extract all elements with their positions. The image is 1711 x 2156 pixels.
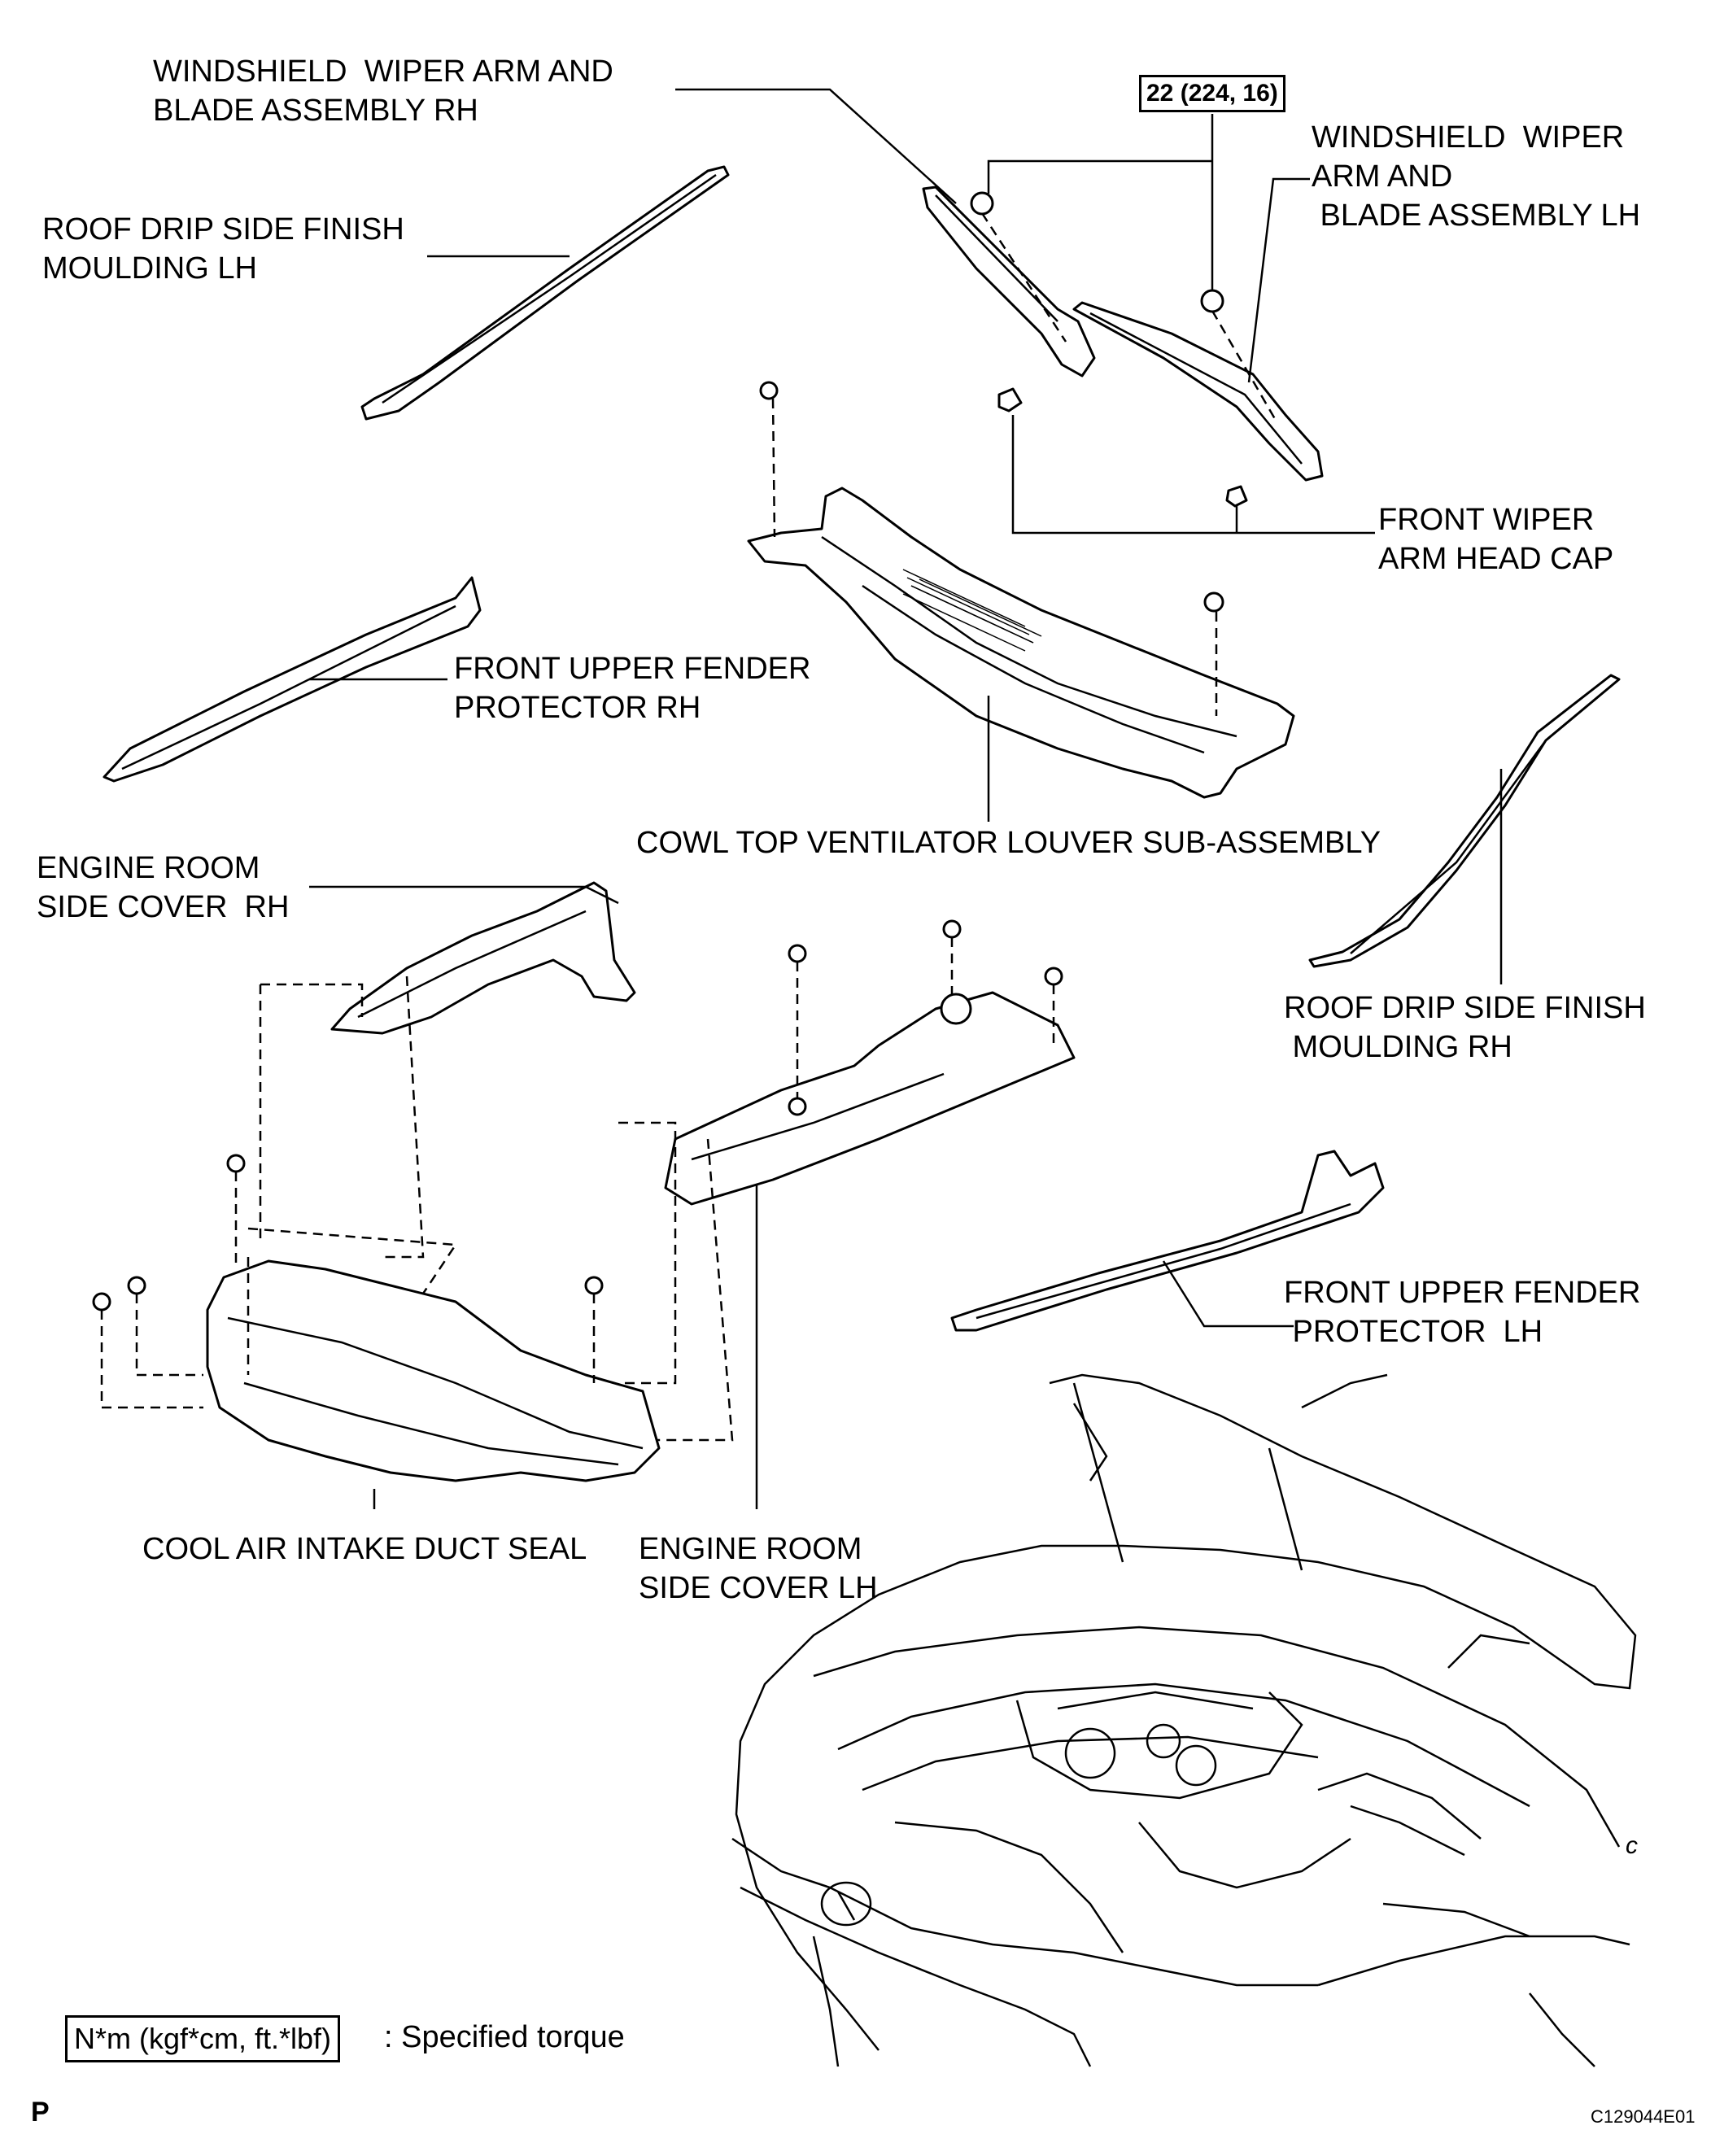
fender-protector-rh xyxy=(103,576,482,783)
label-roof-drip-lh: ROOF DRIP SIDE FINISH MOULDING LH xyxy=(42,212,404,286)
engine-room-side-cover-lh xyxy=(618,919,1076,1442)
torque-leader xyxy=(987,114,1214,291)
head-cap-leader xyxy=(1011,415,1375,535)
roof-drip-moulding-lh xyxy=(360,165,730,421)
car-engine-bay xyxy=(731,1373,1637,2067)
label-duct-seal: COOL AIR INTAKE DUCT SEAL xyxy=(142,1532,587,1566)
torque-value: 22 (224, 16) xyxy=(1139,75,1285,112)
label-fender-lh: FRONT UPPER FENDER PROTECTOR LH xyxy=(1284,1276,1641,1349)
legend-units-box: N*m (kgf*cm, ft.*lbf) xyxy=(65,2015,341,2062)
corner-code: P xyxy=(31,2097,50,2128)
label-engine-cover-lh: ENGINE ROOM SIDE COVER LH xyxy=(639,1532,878,1605)
label-engine-cover-rh: ENGINE ROOM SIDE COVER RH xyxy=(37,851,290,924)
wiper-arm-lh xyxy=(1072,289,1324,482)
label-wiper-rh: WINDSHIELD WIPER ARM AND BLADE ASSEMBLY … xyxy=(153,55,613,128)
wiper-rh-leader xyxy=(675,88,957,204)
fender-lh-leader xyxy=(1162,1260,1294,1328)
cowl-top-louver xyxy=(747,381,1295,799)
wiper-head-caps xyxy=(997,387,1248,508)
wiper-lh-leader xyxy=(1247,177,1310,383)
fender-protector-lh xyxy=(950,1150,1385,1332)
figure-id: C129044E01 xyxy=(1591,2106,1696,2127)
legend-text: : Specified torque xyxy=(384,2020,625,2054)
label-fender-rh: FRONT UPPER FENDER PROTECTOR RH xyxy=(454,652,811,725)
wiper-arm-rh xyxy=(922,185,1096,378)
label-head-cap: FRONT WIPER ARM HEAD CAP xyxy=(1378,503,1614,576)
label-wiper-lh: WINDSHIELD WIPER ARM AND BLADE ASSEMBLY … xyxy=(1312,120,1641,233)
cool-air-intake-duct-seal xyxy=(92,1154,661,1482)
roof-drip-moulding-rh xyxy=(1308,674,1621,968)
label-cowl: COWL TOP VENTILATOR LOUVER SUB-ASSEMBLY xyxy=(636,826,1381,860)
engine-room-side-cover-rh xyxy=(259,881,636,1259)
engine-rh-leader xyxy=(309,885,619,905)
label-roof-drip-rh: ROOF DRIP SIDE FINISH MOULDING RH xyxy=(1284,991,1646,1064)
small-mark: c xyxy=(1626,1832,1638,1859)
